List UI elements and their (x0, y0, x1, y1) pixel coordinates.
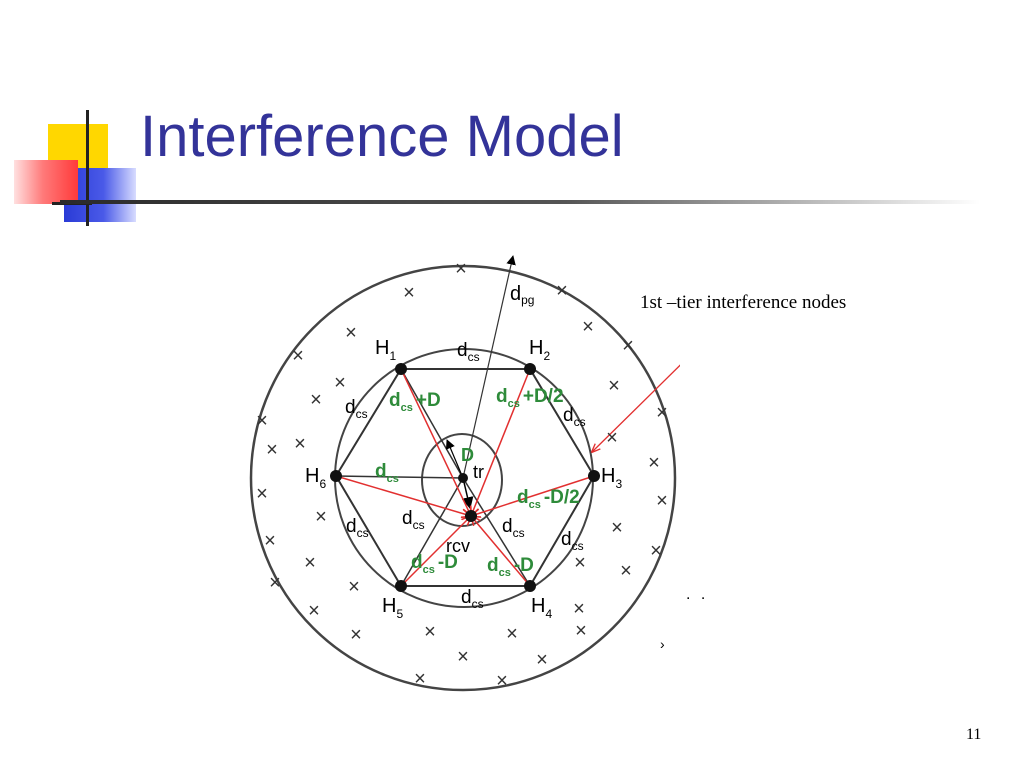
interferer-x-mark: × (573, 598, 585, 620)
label-h5: H5 (382, 595, 403, 621)
interferer-x-mark: × (403, 282, 415, 304)
interferer-x-mark: × (496, 670, 508, 692)
line-h5-tr (400, 477, 464, 587)
tr-rcv-arrow (461, 477, 474, 510)
label-dpg: dpg (510, 283, 534, 307)
interferer-x-mark: × (455, 258, 467, 280)
node-tr (458, 473, 468, 483)
label-h2: H2 (529, 337, 550, 363)
green-dcs-left: dcs (375, 461, 399, 485)
interference-diagram: ××××××××××××××××××××××××××××××××××××× H1… (249, 255, 680, 692)
dcs-upper-right: dcs (563, 405, 586, 429)
label-h6: H6 (305, 465, 326, 491)
red-line-h2 (471, 368, 531, 516)
green-dcs-minus-d-left: dcs-D (411, 552, 458, 576)
d-arrow (445, 439, 464, 479)
interferer-x-mark: × (611, 517, 623, 539)
interferer-x-mark: × (308, 600, 320, 622)
label-tr: tr (473, 462, 484, 482)
red-square (14, 160, 78, 204)
interferer-x-mark: × (656, 402, 668, 424)
line-h4-tr (462, 477, 531, 587)
dcs-inner-right: dcs (502, 516, 525, 540)
interferer-x-mark: × (650, 540, 662, 562)
interferer-x-mark: × (536, 649, 548, 671)
slide-number: 11 (966, 726, 982, 743)
node-h3 (588, 470, 600, 482)
dcs-bottom: dcs (461, 587, 484, 611)
interferer-x-mark: × (310, 389, 322, 411)
interferer-x-mark: × (345, 322, 357, 344)
vertical-rule (86, 110, 89, 226)
interferer-x-mark: × (506, 623, 518, 645)
interferer-x-mark: × (294, 433, 306, 455)
interferer-x-mark: × (264, 530, 276, 552)
dpg-arrow (462, 255, 516, 479)
label-h1: H1 (375, 337, 396, 363)
red-line-h3 (471, 475, 595, 516)
node-rcv (465, 510, 477, 522)
node-h1 (395, 363, 407, 375)
stray-mark: › (660, 636, 665, 652)
green-dcs-plus-d: dcs+D (389, 390, 441, 414)
dcs-lower-right: dcs (561, 529, 584, 553)
node-h4 (524, 580, 536, 592)
node-h2 (524, 363, 536, 375)
interferer-x-mark: × (292, 345, 304, 367)
outer-circle (249, 264, 677, 692)
node-h5 (395, 580, 407, 592)
label-h4: H4 (531, 595, 552, 621)
interferer-x-mark: × (606, 427, 618, 449)
node-h6 (330, 470, 342, 482)
slide-title: Interference Model (140, 104, 624, 169)
green-d: D (461, 445, 474, 465)
green-dcs-plus-d2: dcs+D/2 (496, 386, 564, 410)
line-h6-tr (335, 475, 464, 479)
interferer-x-mark: × (574, 552, 586, 574)
interferer-x-mark: × (457, 646, 469, 668)
line-h1-tr (400, 368, 464, 479)
interferer-x-mark: × (556, 280, 568, 302)
interferer-x-mark: × (256, 410, 268, 432)
dcs-upper-left: dcs (345, 397, 368, 421)
red-line-h5 (400, 516, 471, 587)
interferer-x-mark: × (575, 620, 587, 642)
interferer-x-mark: × (608, 375, 620, 397)
green-dcs-minus-d-right: dcs-D (487, 555, 534, 579)
stray-dots: . . (686, 586, 709, 603)
label-h3: H3 (601, 465, 622, 491)
interferer-x-mark: × (350, 624, 362, 646)
interferer-x-mark: × (620, 560, 632, 582)
callout-arrow (592, 364, 680, 452)
interferer-x-mark: × (315, 506, 327, 528)
interferer-x-mark: × (582, 316, 594, 338)
interferer-x-mark: × (266, 439, 278, 461)
interferer-x-mark: × (622, 335, 634, 357)
dcs-inner-left: dcs (402, 508, 425, 532)
interferer-x-mark: × (334, 372, 346, 394)
interferer-x-mark: × (424, 621, 436, 643)
interferer-x-mark: × (269, 572, 281, 594)
title-rule (60, 200, 980, 204)
label-rcv: rcv (446, 536, 470, 556)
green-dcs-minus-d2: dcs-D/2 (517, 487, 580, 511)
callout-label: 1st –tier interference nodes (640, 292, 847, 313)
interferer-x-mark: × (656, 490, 668, 512)
dcs-lower-left: dcs (346, 516, 369, 540)
red-line-h4 (471, 516, 531, 587)
interferer-x-mark: × (648, 452, 660, 474)
interferer-marks: ××××××××××××××××××××××××××××××××××××× (256, 258, 668, 692)
interferer-x-mark: × (348, 576, 360, 598)
interferer-x-mark: × (414, 668, 426, 690)
red-line-h6 (335, 475, 471, 516)
dcs-top: dcs (457, 340, 480, 364)
interferer-x-mark: × (304, 552, 316, 574)
interferer-x-mark: × (256, 483, 268, 505)
red-line-h1 (400, 368, 471, 516)
